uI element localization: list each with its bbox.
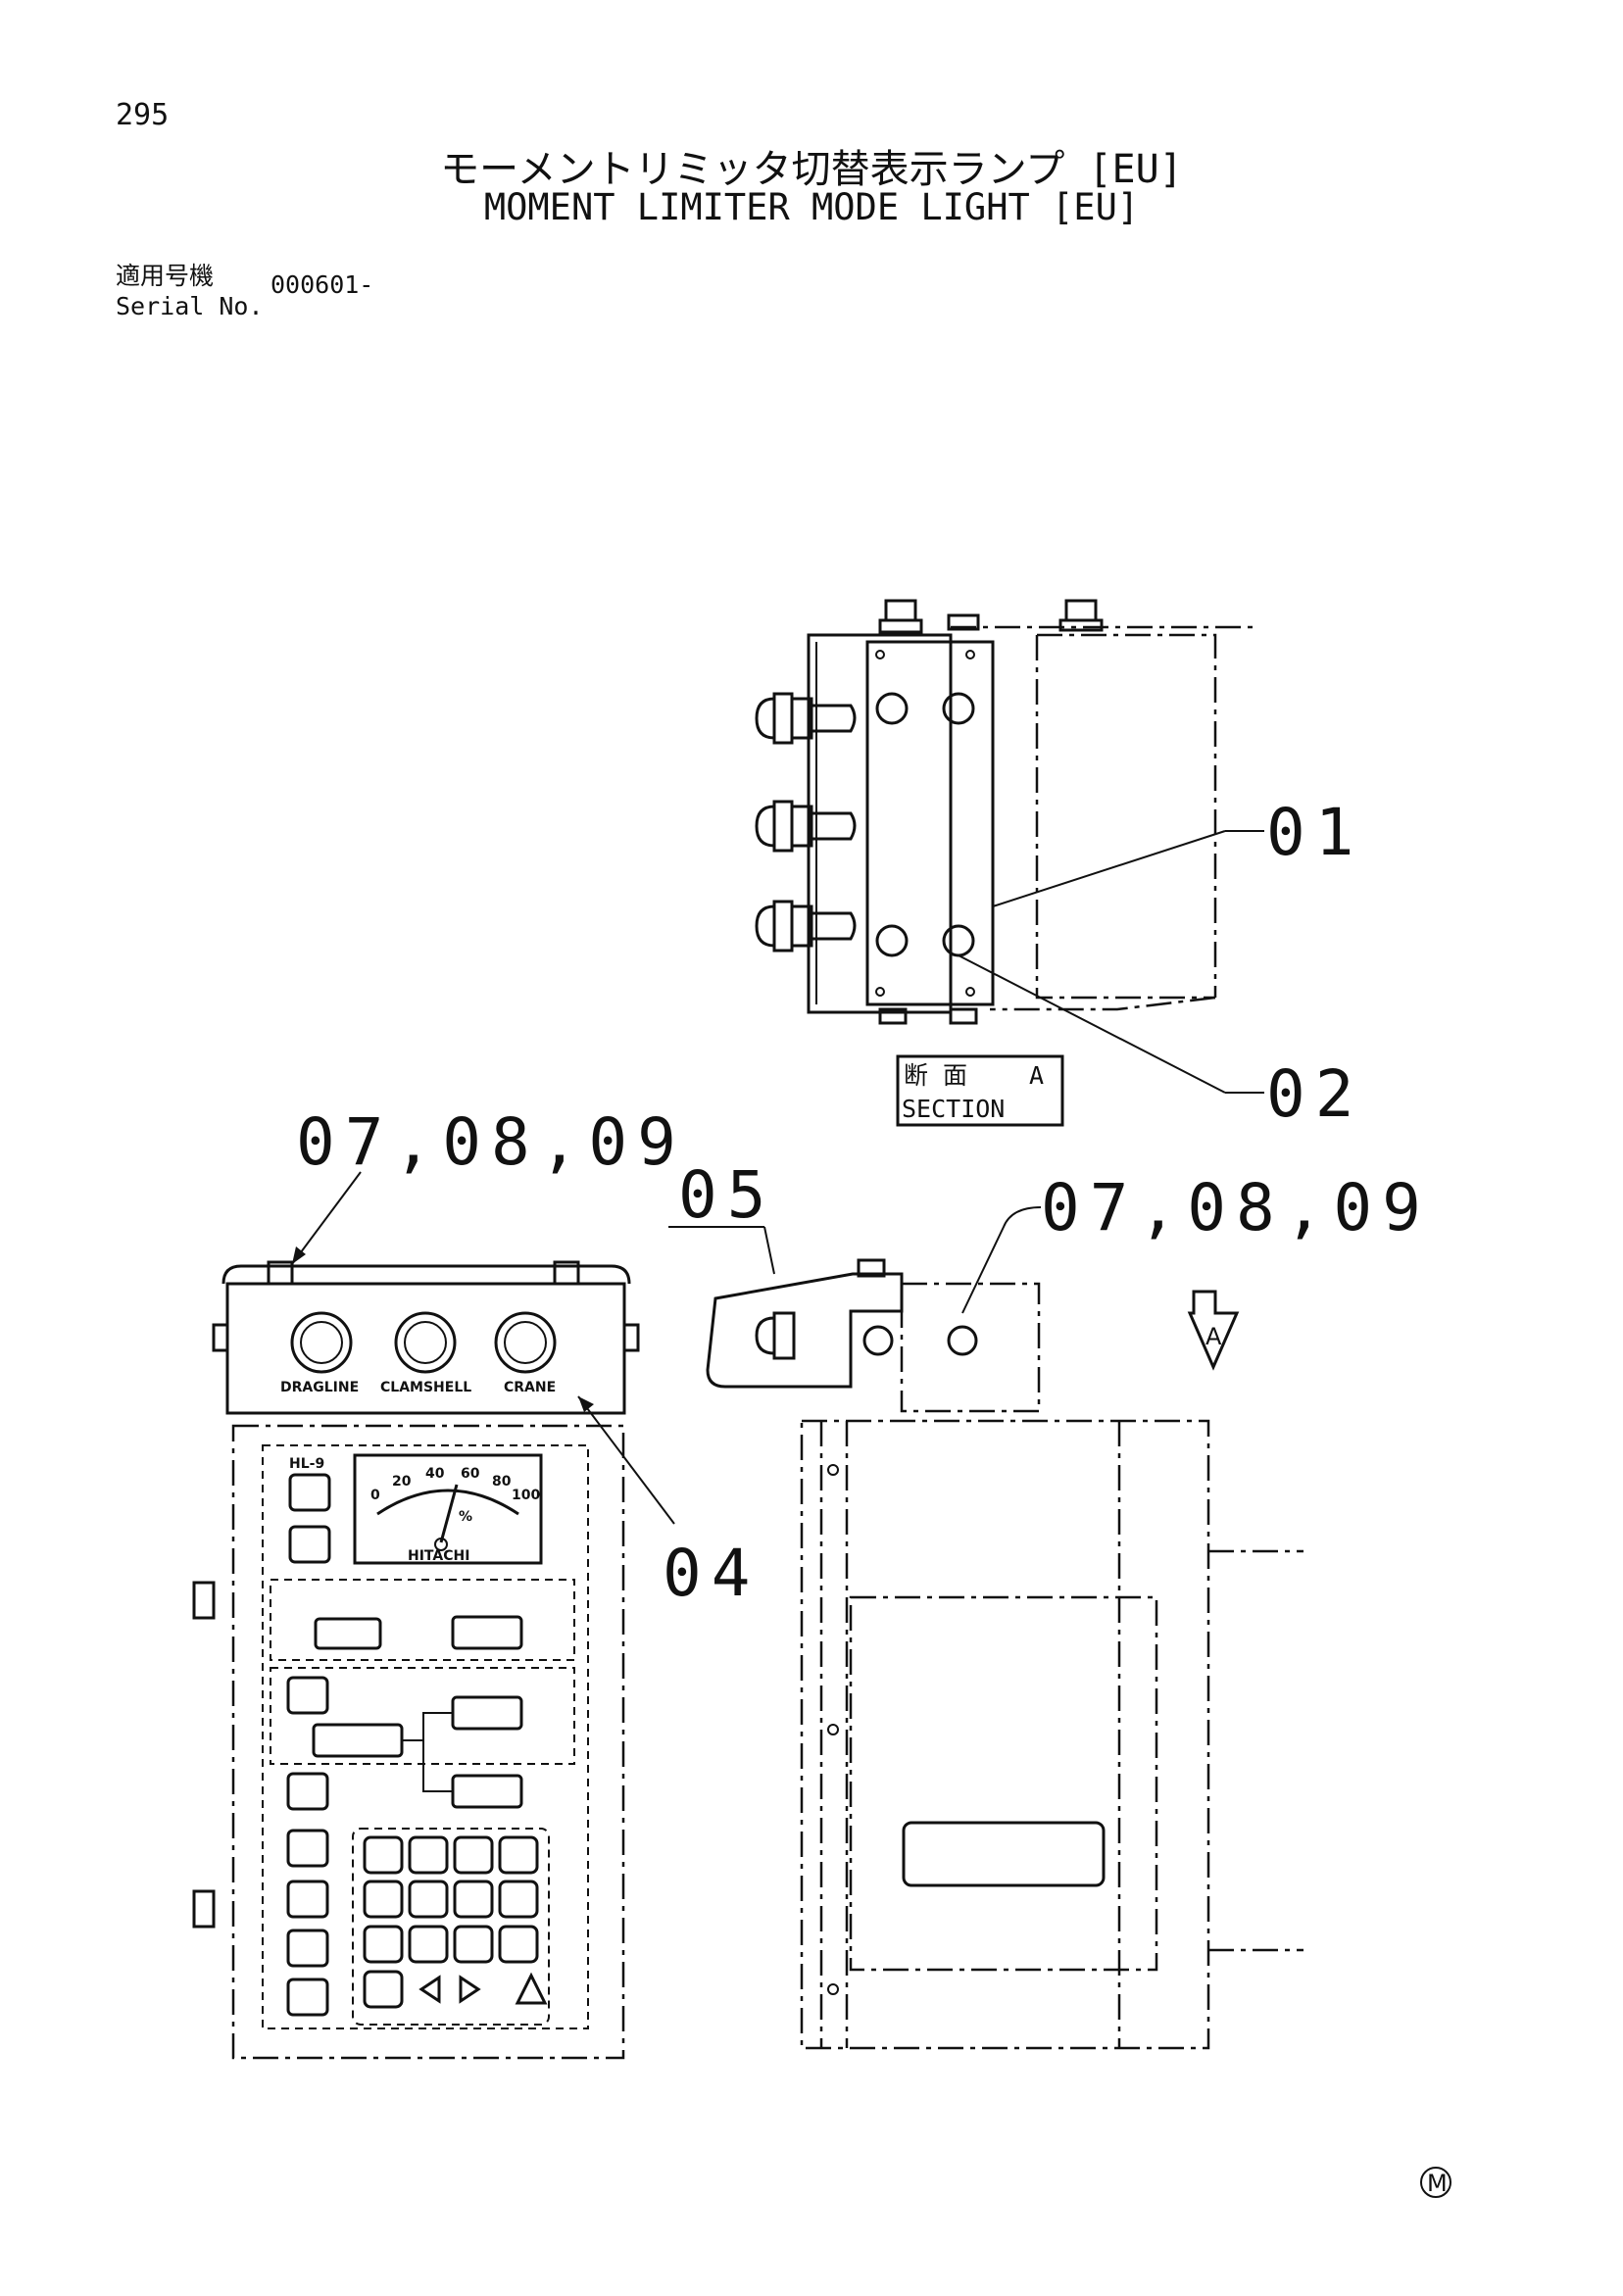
corner-mark: M — [1420, 2167, 1451, 2198]
svg-text:M: M — [1427, 2170, 1448, 2197]
svg-text:A: A — [1029, 1061, 1044, 1090]
title-japanese: モーメントリミッタ切替表示ランプ [EU] — [440, 147, 1183, 192]
leader-02 — [958, 954, 1226, 1094]
panel-button-icon — [286, 1473, 331, 2017]
front-view: 07,08,09 DRAGLINE CLAMSHELL CRANE 04 HL-… — [192, 1104, 760, 2060]
svg-text:20: 20 — [392, 1474, 412, 1490]
bolt-icon — [857, 1258, 886, 1278]
lamp-label-dragline: DRAGLINE — [280, 1380, 359, 1395]
svg-text:断 面: 断 面 — [904, 1061, 967, 1090]
section-label: 断 面 A SECTION — [896, 1054, 1064, 1127]
lamp-hole — [942, 692, 975, 725]
bolt-icon — [553, 1260, 580, 1286]
side-view: 05 07,08,09 A — [668, 1157, 1431, 2050]
lamp-label-crane: CRANE — [504, 1380, 556, 1395]
bolt-icon — [192, 1889, 216, 1929]
callout-05: 05 — [678, 1157, 775, 1233]
callout-04: 04 — [663, 1536, 760, 1611]
page-number: 295 — [116, 98, 170, 132]
title-english: MOMENT LIMITER MODE LIGHT [EU] — [483, 186, 1140, 228]
model-label: HL-9 — [289, 1456, 324, 1472]
svg-text:40: 40 — [425, 1466, 445, 1482]
side-lamp-icon — [755, 692, 857, 953]
leader-07-08-09-right — [961, 1206, 1042, 1314]
leader-05 — [763, 1226, 775, 1275]
side-lamp-icon — [755, 1316, 776, 1355]
brand-label: HITACHI — [408, 1548, 469, 1564]
svg-text:A: A — [1205, 1323, 1222, 1350]
svg-text:%: % — [459, 1509, 472, 1525]
view-arrow-a-icon: A — [1187, 1290, 1240, 1371]
leader-07-08-09-left — [291, 1171, 362, 1265]
bracket-outline — [807, 633, 953, 1014]
svg-text:0: 0 — [370, 1488, 380, 1503]
load-gauge — [353, 1453, 543, 1565]
svg-text:100: 100 — [512, 1488, 540, 1503]
section-view: 01 02 断 面 A SECTION — [755, 599, 1363, 1132]
callout-01: 01 — [1266, 795, 1363, 870]
lamp-label-clamshell: CLAMSHELL — [380, 1380, 471, 1395]
mode-lamp-icon — [290, 1311, 557, 1374]
callout-07-08-09-left: 07,08,09 — [296, 1104, 686, 1180]
arrow-right-icon — [459, 1975, 481, 2004]
bolt-icon — [878, 599, 1104, 1025]
serial-label-japanese: 適用号機 — [116, 262, 215, 290]
cab-enclosure — [800, 1419, 1210, 2050]
bolt-icon — [267, 1260, 294, 1286]
callout-07-08-09-right: 07,08,09 — [1041, 1170, 1431, 1246]
svg-text:80: 80 — [492, 1474, 512, 1490]
moment-limiter-monitor — [231, 1424, 625, 2060]
display-window — [902, 1821, 1106, 1887]
serial-number-value: 000601- — [270, 270, 374, 299]
leader-01 — [992, 830, 1226, 907]
lamp-hole — [875, 692, 909, 725]
lamp-hole — [942, 924, 975, 957]
leader-04 — [577, 1395, 675, 1525]
bolt-icon — [192, 1581, 216, 1620]
lamp-hole — [875, 924, 909, 957]
warning-triangle-icon — [515, 1972, 548, 2005]
monitor-side — [849, 1595, 1158, 1972]
keypad-key — [363, 1835, 539, 2009]
plate-01 — [865, 640, 995, 1006]
bracket-05 — [706, 1272, 904, 1389]
serial-label-english: Serial No. — [116, 292, 264, 320]
callout-02: 02 — [1266, 1056, 1363, 1132]
svg-text:60: 60 — [461, 1466, 480, 1482]
svg-text:SECTION: SECTION — [902, 1095, 1005, 1123]
arrow-left-icon — [418, 1975, 441, 2004]
